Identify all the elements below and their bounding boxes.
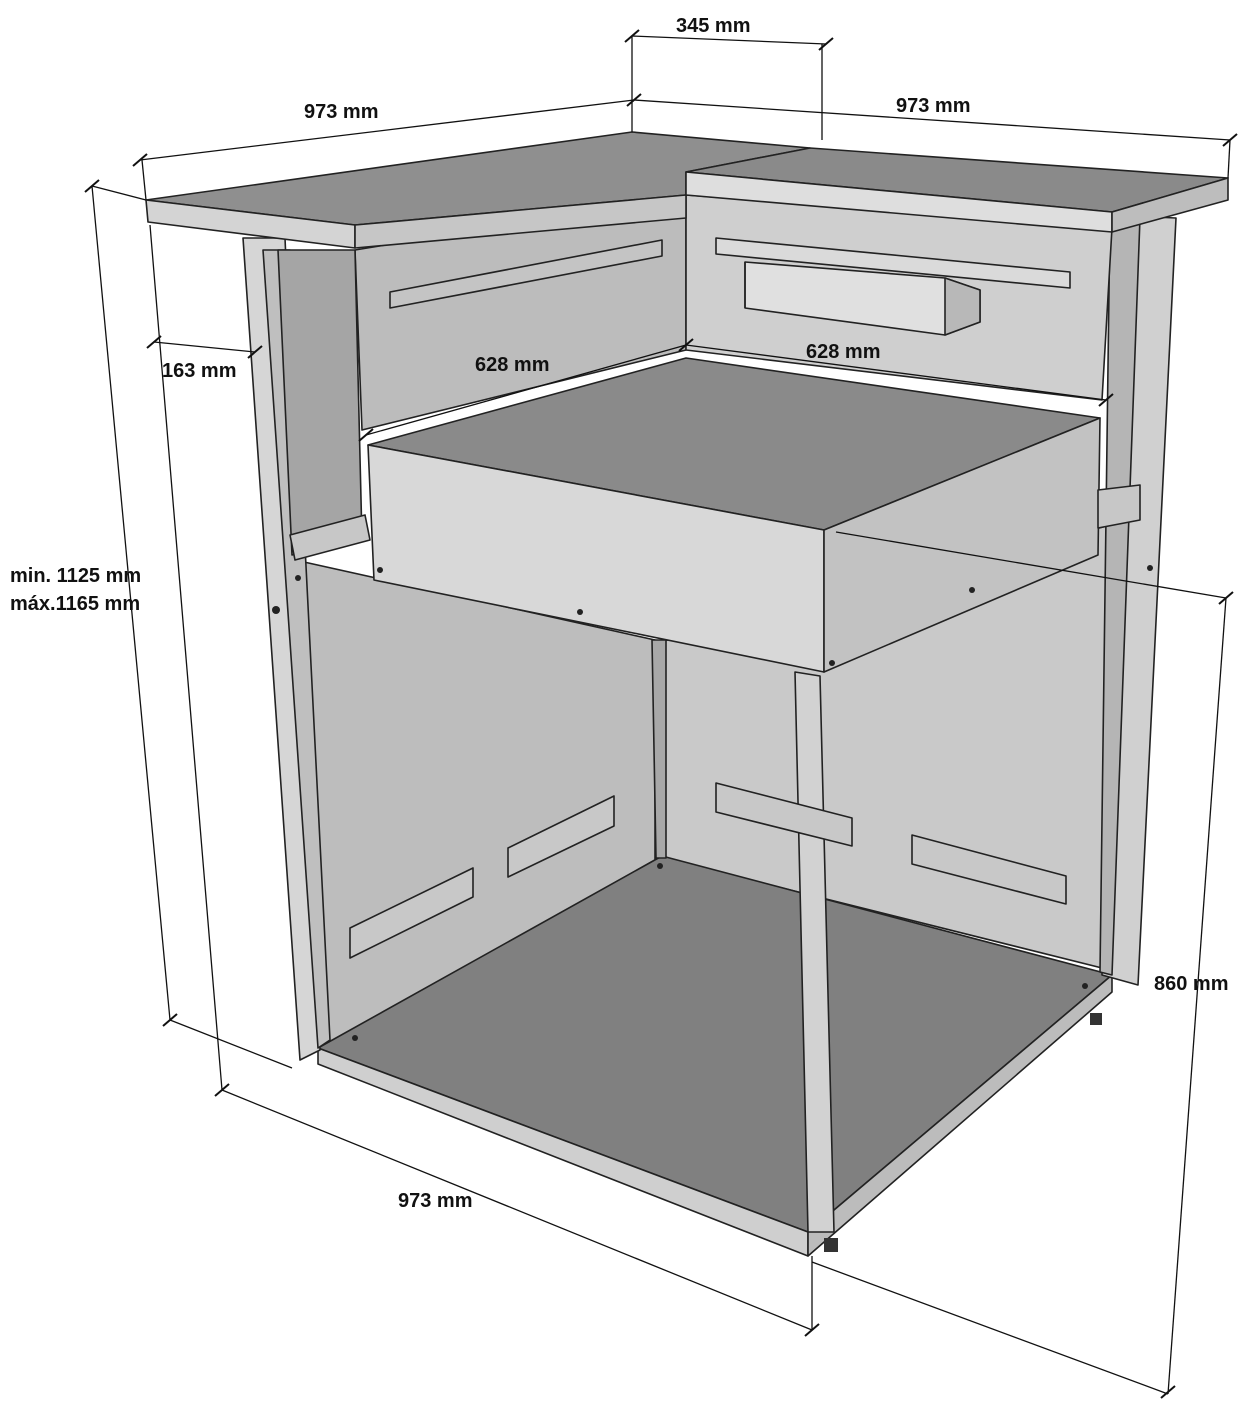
- screw: [352, 1035, 358, 1041]
- rail-right: [1097, 484, 1141, 529]
- screw: [657, 863, 663, 869]
- foot: [824, 1238, 838, 1252]
- label-side-depth: 163 mm: [162, 360, 237, 382]
- vent-slot: [349, 867, 474, 959]
- label-height-max: máx.1165 mm: [10, 593, 140, 615]
- screw: [377, 567, 383, 573]
- label-bottom-width: 973 mm: [398, 1190, 473, 1212]
- label-inner-left-width: 628 mm: [475, 354, 550, 376]
- countertop: [145, 131, 1229, 249]
- foot: [1090, 1013, 1102, 1025]
- cabinet-body: [242, 214, 1177, 1257]
- screw: [1147, 565, 1153, 571]
- label-height-min: min. 1125 mm: [10, 565, 141, 587]
- upper-left-interior: [277, 249, 363, 556]
- vent-slot: [507, 795, 615, 878]
- vent-slot: [715, 782, 853, 847]
- dimension-lines: [84, 29, 1238, 1399]
- rear-center-post: [651, 639, 667, 859]
- rail-left: [289, 514, 371, 561]
- label-inner-right-width: 628 mm: [806, 341, 881, 363]
- countertop-left-inner-edge: [354, 194, 687, 249]
- screw: [577, 609, 583, 615]
- screw: [969, 587, 975, 593]
- dimension-labels: 973 mm 973 mm 345 mm 163 mm 628 mm 628 m…: [10, 15, 1229, 1212]
- vent-slot: [911, 834, 1067, 905]
- tray-front-right: [823, 417, 1101, 673]
- label-body-height: 860 mm: [1154, 973, 1229, 995]
- upper-slot-right: [715, 237, 1071, 289]
- upper-section: [272, 194, 1153, 1041]
- upper-slot-left: [389, 239, 663, 309]
- screw: [272, 606, 280, 614]
- screw: [295, 575, 301, 581]
- label-top-left-width: 973 mm: [304, 101, 379, 123]
- label-top-right-width: 973 mm: [896, 95, 971, 117]
- screw: [1082, 983, 1088, 989]
- plinth-right: [807, 974, 1113, 1257]
- side-burner-box: [744, 261, 981, 336]
- label-corner-width: 345 mm: [676, 15, 751, 37]
- countertop-right-side-edge: [1111, 177, 1229, 233]
- screw: [829, 660, 835, 666]
